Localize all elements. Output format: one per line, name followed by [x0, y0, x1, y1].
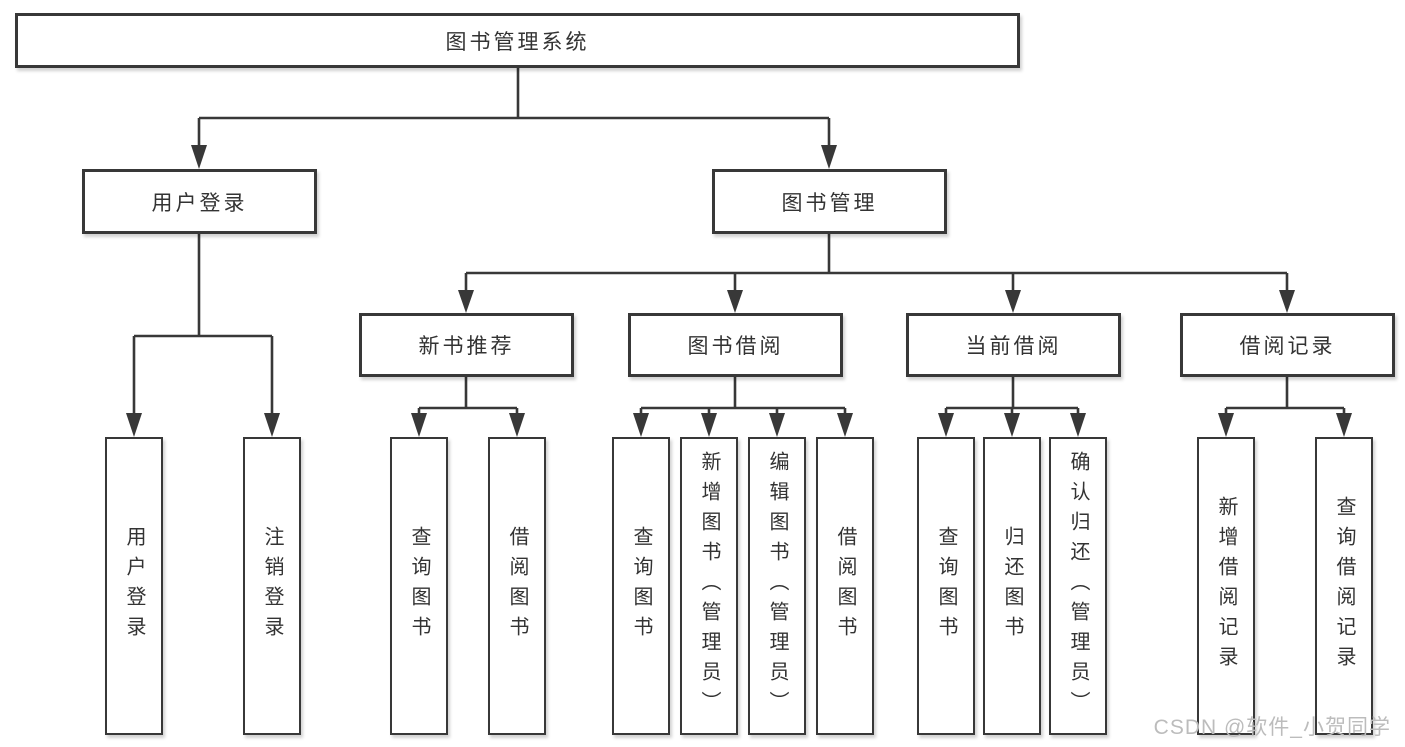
connector-borrow-records-children — [1218, 377, 1352, 437]
node-label: 图书借阅 — [687, 335, 784, 358]
node-add-book-admin: 新增图书（管理员） — [680, 437, 738, 735]
node-user-login-leaf: 用户登录 — [105, 437, 163, 735]
node-user-login: 用户登录 — [82, 169, 317, 234]
node-label: 查询借阅记录 — [1333, 496, 1355, 676]
node-label: 图书管理系统 — [445, 30, 590, 54]
node-label: 新书推荐 — [418, 335, 515, 358]
node-logout-leaf: 注销登录 — [243, 437, 301, 735]
node-query-books-recommend: 查询图书 — [390, 437, 448, 735]
node-label: 新增借阅记录 — [1215, 496, 1237, 676]
node-label: 确认归还（管理员） — [1067, 451, 1089, 721]
watermark-text: CSDN @软件_小贺同学 — [1153, 716, 1391, 739]
node-label: 用户登录 — [123, 526, 145, 646]
node-label: 借阅记录 — [1239, 335, 1336, 358]
node-label: 查询图书 — [935, 526, 957, 646]
node-book-management: 图书管理 — [712, 169, 947, 234]
connector-user-login-children — [126, 234, 280, 437]
node-new-book-recommend: 新书推荐 — [359, 313, 574, 377]
node-label: 新增图书（管理员） — [698, 451, 720, 721]
node-query-books-current: 查询图书 — [917, 437, 975, 735]
connector-current-borrow-children — [938, 377, 1086, 437]
node-return-book: 归还图书 — [983, 437, 1041, 735]
connector-new-book-recommend-children — [411, 377, 525, 437]
connector-book-management-to-level2 — [458, 233, 1295, 313]
node-label: 归还图书 — [1001, 526, 1023, 646]
node-label: 注销登录 — [261, 526, 283, 646]
node-label: 借阅图书 — [834, 526, 856, 646]
node-label: 图书管理 — [781, 191, 878, 215]
node-edit-book-admin: 编辑图书（管理员） — [748, 437, 806, 735]
node-query-borrow-record: 查询借阅记录 — [1315, 437, 1373, 735]
node-borrow-books-recommend: 借阅图书 — [488, 437, 546, 735]
node-label: 借阅图书 — [506, 526, 528, 646]
node-query-books-borrow: 查询图书 — [612, 437, 670, 735]
node-label: 查询图书 — [630, 526, 652, 646]
node-label: 当前借阅 — [965, 335, 1062, 358]
node-label: 查询图书 — [408, 526, 430, 646]
node-borrow-books-leaf: 借阅图书 — [816, 437, 874, 735]
node-book-borrow: 图书借阅 — [628, 313, 843, 377]
node-label: 编辑图书（管理员） — [766, 451, 788, 721]
node-borrow-records: 借阅记录 — [1180, 313, 1395, 377]
node-root: 图书管理系统 — [15, 13, 1020, 68]
connector-book-borrow-children — [633, 377, 853, 437]
connector-root-to-level1 — [191, 68, 837, 169]
node-add-borrow-record: 新增借阅记录 — [1197, 437, 1255, 735]
node-label: 用户登录 — [151, 191, 248, 215]
node-current-borrow: 当前借阅 — [906, 313, 1121, 377]
node-confirm-return-admin: 确认归还（管理员） — [1049, 437, 1107, 735]
